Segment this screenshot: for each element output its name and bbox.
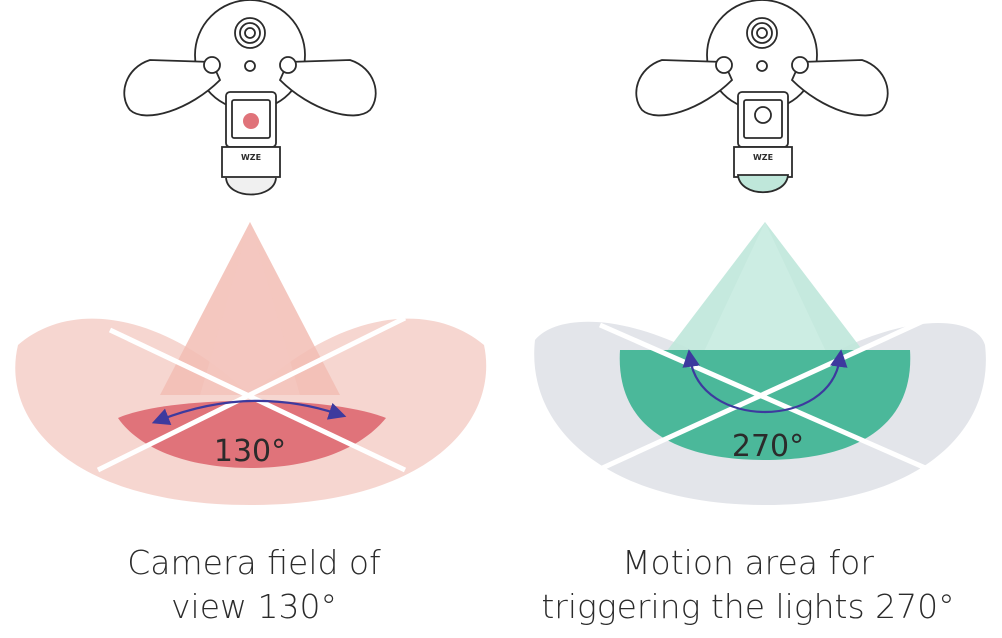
motion-angle-label: 270° — [732, 429, 804, 464]
motion-divider-lines — [596, 315, 932, 473]
camera-brand-mark: WZE — [241, 153, 261, 162]
camera-caption-line1: Camera field of — [127, 543, 381, 582]
motion-device-illustration: WZE — [635, 0, 889, 194]
camera-caption: Camera field of view 130° — [14, 541, 494, 629]
camera-caption-line2: view 130° — [171, 587, 337, 626]
camera-fov-diagram: 130° WZE — [15, 0, 487, 505]
camera-angle-label: 130° — [214, 434, 286, 469]
camera-device-illustration: WZE — [123, 0, 377, 196]
motion-angle-arrow — [682, 349, 848, 413]
motion-caption-line1: Motion area for — [622, 543, 874, 582]
motion-270-sector — [619, 350, 911, 460]
motion-area-diagram: 270° WZE — [534, 0, 986, 505]
motion-caption-line2: triggering the lights 270° — [541, 587, 955, 626]
motion-brand-mark: WZE — [753, 153, 773, 162]
motion-caption: Motion area for triggering the lights 27… — [508, 541, 988, 629]
camera-angle-arrow — [151, 399, 347, 426]
